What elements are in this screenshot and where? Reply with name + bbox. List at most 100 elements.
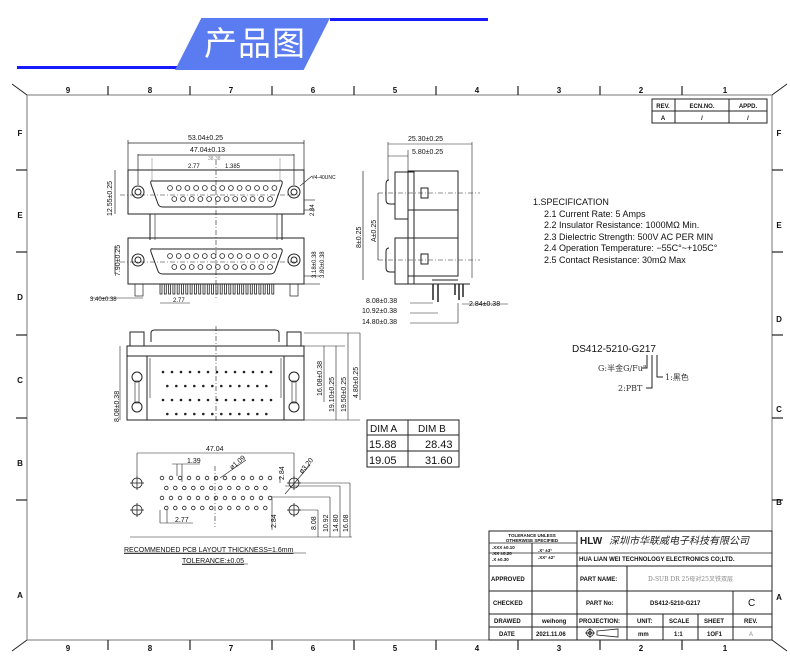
solder-leg — [219, 283, 223, 295]
connector-pin — [232, 196, 239, 202]
connector-pin — [228, 185, 234, 191]
col-label: 1 — [723, 644, 728, 653]
col-label: 3 — [557, 644, 562, 653]
col-label: 9 — [66, 86, 71, 95]
pcb-hole — [164, 505, 169, 511]
bottom-pin-dot — [161, 398, 165, 402]
dim-mount-pitch: 47.04±0.13 — [190, 147, 225, 154]
part-name-value: D-SUB DR 25母对25叉铁双层 — [648, 575, 733, 583]
row-label: D — [17, 293, 23, 302]
unit-label: UNIT: — [637, 619, 652, 625]
dim-height: 12.55±0.25 — [107, 181, 114, 216]
lower-view-legs — [159, 283, 275, 295]
legend-1: 1:黑色 — [665, 372, 689, 382]
pcb-note-thickness: RECOMMENDED PCB LAYOUT THICKNESS=1.6mm — [124, 547, 294, 554]
connector-pin — [249, 196, 256, 202]
bottom-pin-dot — [202, 384, 205, 388]
pcb-row-gap2: 2.84 — [271, 514, 278, 528]
projection-symbol-icon — [585, 628, 619, 638]
solder-leg — [168, 283, 172, 295]
dim-bottom-r4: 4.80±0.25 — [353, 367, 360, 398]
ecn-header: ECN.NO. — [689, 104, 714, 110]
sheet-label: SHEET — [704, 619, 724, 625]
spec-item: 2.5 Contact Resistance: 30mΩ Max — [544, 255, 686, 265]
column-labels-top: 9 8 7 6 5 4 3 2 1 — [66, 86, 728, 95]
date-value: 2021.11.06 — [536, 632, 566, 638]
pcb-hole — [240, 475, 246, 481]
drawing-frame — [11, 83, 788, 652]
col-label: 7 — [229, 644, 234, 653]
tol-ang1: .X° ±3° — [538, 548, 552, 553]
revision-table — [651, 98, 768, 124]
tol-ang2: .XX° ±2° — [538, 555, 555, 560]
solder-leg — [224, 283, 227, 295]
scale-label: SCALE — [669, 619, 689, 625]
bottom-pin-dot — [251, 370, 255, 374]
pcb-v4: 16.08 — [343, 514, 350, 532]
rev-value: A — [661, 116, 666, 122]
bottom-pin-dot — [255, 384, 259, 388]
bottom-pin-dot — [197, 398, 201, 402]
spec-item: 2.1 Current Rate: 5 Amps — [544, 209, 646, 219]
dim-right-a: 3.18±0.38 — [312, 251, 318, 278]
part-code-legend: DS412-5210-G217 G:半金G/Fu" 2:PBT 1:黑色 — [572, 344, 689, 393]
connector-pin — [219, 253, 226, 259]
dim-bottom-left: 8.08±0.38 — [114, 391, 121, 422]
pcb-hole — [164, 485, 169, 491]
connector-pin — [193, 185, 199, 191]
dim-bottom-r2: 19.10±0.25 — [329, 377, 336, 412]
bottom-view-pins — [161, 370, 273, 416]
pcb-hole — [258, 475, 264, 481]
appd-header: APPD. — [739, 104, 758, 110]
spec-item: 2.4 Operation Temperature: −55C°~+105C° — [544, 243, 718, 253]
solder-leg — [254, 283, 258, 295]
connector-pin — [202, 185, 208, 191]
tol-x: .X ±0.30 — [492, 557, 509, 562]
bottom-pin-dot — [166, 412, 169, 416]
pcb-layout-drawing — [130, 452, 352, 538]
dim-inner: 38.38 — [208, 156, 221, 162]
bottom-pin-dot — [193, 412, 196, 416]
dim-pin-pitch: 2.77 — [188, 164, 200, 170]
pcb-hole — [222, 475, 228, 481]
pcb-hole — [182, 485, 187, 491]
dim-d3: 14.80±0.38 — [362, 319, 397, 326]
dim-table-header: DIM B — [418, 424, 446, 435]
ecn-value: / — [701, 116, 703, 122]
appd-value: / — [747, 116, 749, 122]
rev-label: REV. — [744, 619, 758, 625]
pcb-hole — [227, 485, 232, 491]
specification-block: 1.SPECIFICATION 2.1 Current Rate: 5 Amps… — [533, 197, 718, 265]
connector-pin — [267, 264, 273, 270]
col-label: 6 — [311, 644, 316, 653]
legend-2: 2:PBT — [618, 384, 643, 393]
pcb-hole — [159, 475, 165, 481]
row-label: E — [776, 221, 782, 230]
pcb-hole — [195, 475, 201, 481]
dim-row-spacing: 2.84 — [310, 204, 316, 216]
connector-pin — [258, 264, 265, 270]
part-name-label: PART NAME: — [580, 577, 617, 583]
dim-bottom-r3: 19.50±0.25 — [341, 377, 348, 412]
solder-leg — [211, 283, 215, 295]
bottom-pin-dot — [229, 412, 232, 416]
dim-screw: #4-40UNC — [312, 175, 336, 181]
spec-item: 2.3 Dielectric Strength: 500V AC PER MIN — [544, 232, 713, 242]
dim-table-header: DIM A — [370, 424, 398, 435]
bottom-pin-dot — [166, 384, 169, 388]
company-logo: HLW — [580, 536, 603, 547]
row-label: C — [776, 405, 782, 414]
connector-pin — [232, 264, 239, 270]
bottom-pin-dot — [179, 398, 183, 402]
col-label: 8 — [148, 644, 153, 653]
solder-leg — [262, 283, 266, 295]
connector-pin — [223, 196, 230, 202]
pcb-hole — [191, 485, 196, 491]
connector-pin — [171, 264, 178, 270]
dim-right-b: 3.80±0.38 — [320, 251, 326, 278]
pcb-hole — [209, 485, 214, 491]
solder-leg — [202, 283, 206, 295]
connector-pin — [236, 185, 243, 191]
rev-value: A — [749, 632, 753, 638]
